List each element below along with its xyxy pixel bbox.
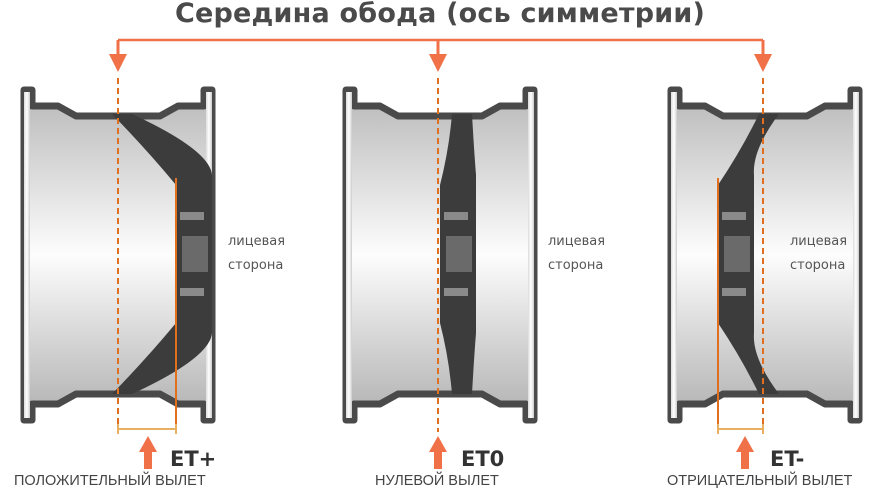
up-arrow-shaft	[434, 451, 442, 469]
et-label-zero: ET0	[461, 447, 505, 471]
caption-zero: НУЛЕВОЙ ВЫЛЕТ	[375, 473, 499, 489]
center-bore	[446, 236, 472, 272]
rim-flange-left	[24, 92, 30, 418]
up-arrow-shaft	[144, 451, 152, 469]
down-arrow-icon	[429, 54, 447, 72]
up-arrow-icon	[139, 436, 157, 452]
center-bore	[182, 236, 208, 272]
rim-flange-left	[346, 92, 352, 418]
et-label-positive: ET+	[170, 447, 217, 471]
lug-hole	[180, 212, 204, 220]
caption-positive: ПОЛОЖИТЕЛЬНЫЙ ВЫЛЕТ	[14, 473, 206, 489]
disc-spoke-bottom	[440, 303, 476, 394]
up-arrow-shaft	[741, 451, 749, 469]
lug-hole	[180, 288, 204, 296]
down-arrow-icon	[109, 54, 127, 72]
face-label-line1: лицевая	[790, 234, 848, 249]
disc-spoke-top	[718, 114, 779, 205]
disc-spoke-top	[112, 114, 212, 205]
face-side-label-negative: лицевая сторона	[790, 230, 847, 278]
lug-hole	[722, 288, 746, 296]
offset-bracket-negative	[717, 424, 764, 434]
face-label-line1: лицевая	[228, 234, 286, 249]
rim-flange-left	[671, 92, 677, 418]
lug-hole	[444, 212, 468, 220]
offset-bracket-positive	[117, 424, 177, 434]
et-label-negative: ET-	[770, 447, 805, 471]
face-label-line2: сторона	[790, 258, 846, 273]
lug-hole	[722, 212, 746, 220]
down-arrow-icon	[754, 54, 772, 72]
up-arrow-icon	[429, 436, 447, 452]
face-label-line2: сторона	[228, 258, 284, 273]
face-side-label-positive: лицевая сторона	[228, 230, 285, 278]
diagram-title: Середина обода (ось симметрии)	[174, 0, 706, 29]
face-label-line2: сторона	[548, 258, 604, 273]
rim-flange-right	[528, 92, 534, 418]
lug-hole	[444, 288, 468, 296]
face-label-line1: лицевая	[548, 234, 606, 249]
caption-negative: ОТРИЦАТЕЛЬНЫЙ ВЫЛЕТ	[667, 473, 853, 489]
up-arrow-icon	[736, 436, 754, 452]
center-bore	[724, 236, 750, 272]
disc-spoke-bottom	[112, 303, 212, 394]
rim-flange-right	[853, 92, 859, 418]
face-side-label-zero: лицевая сторона	[548, 230, 605, 278]
disc-spoke-top	[440, 114, 476, 205]
